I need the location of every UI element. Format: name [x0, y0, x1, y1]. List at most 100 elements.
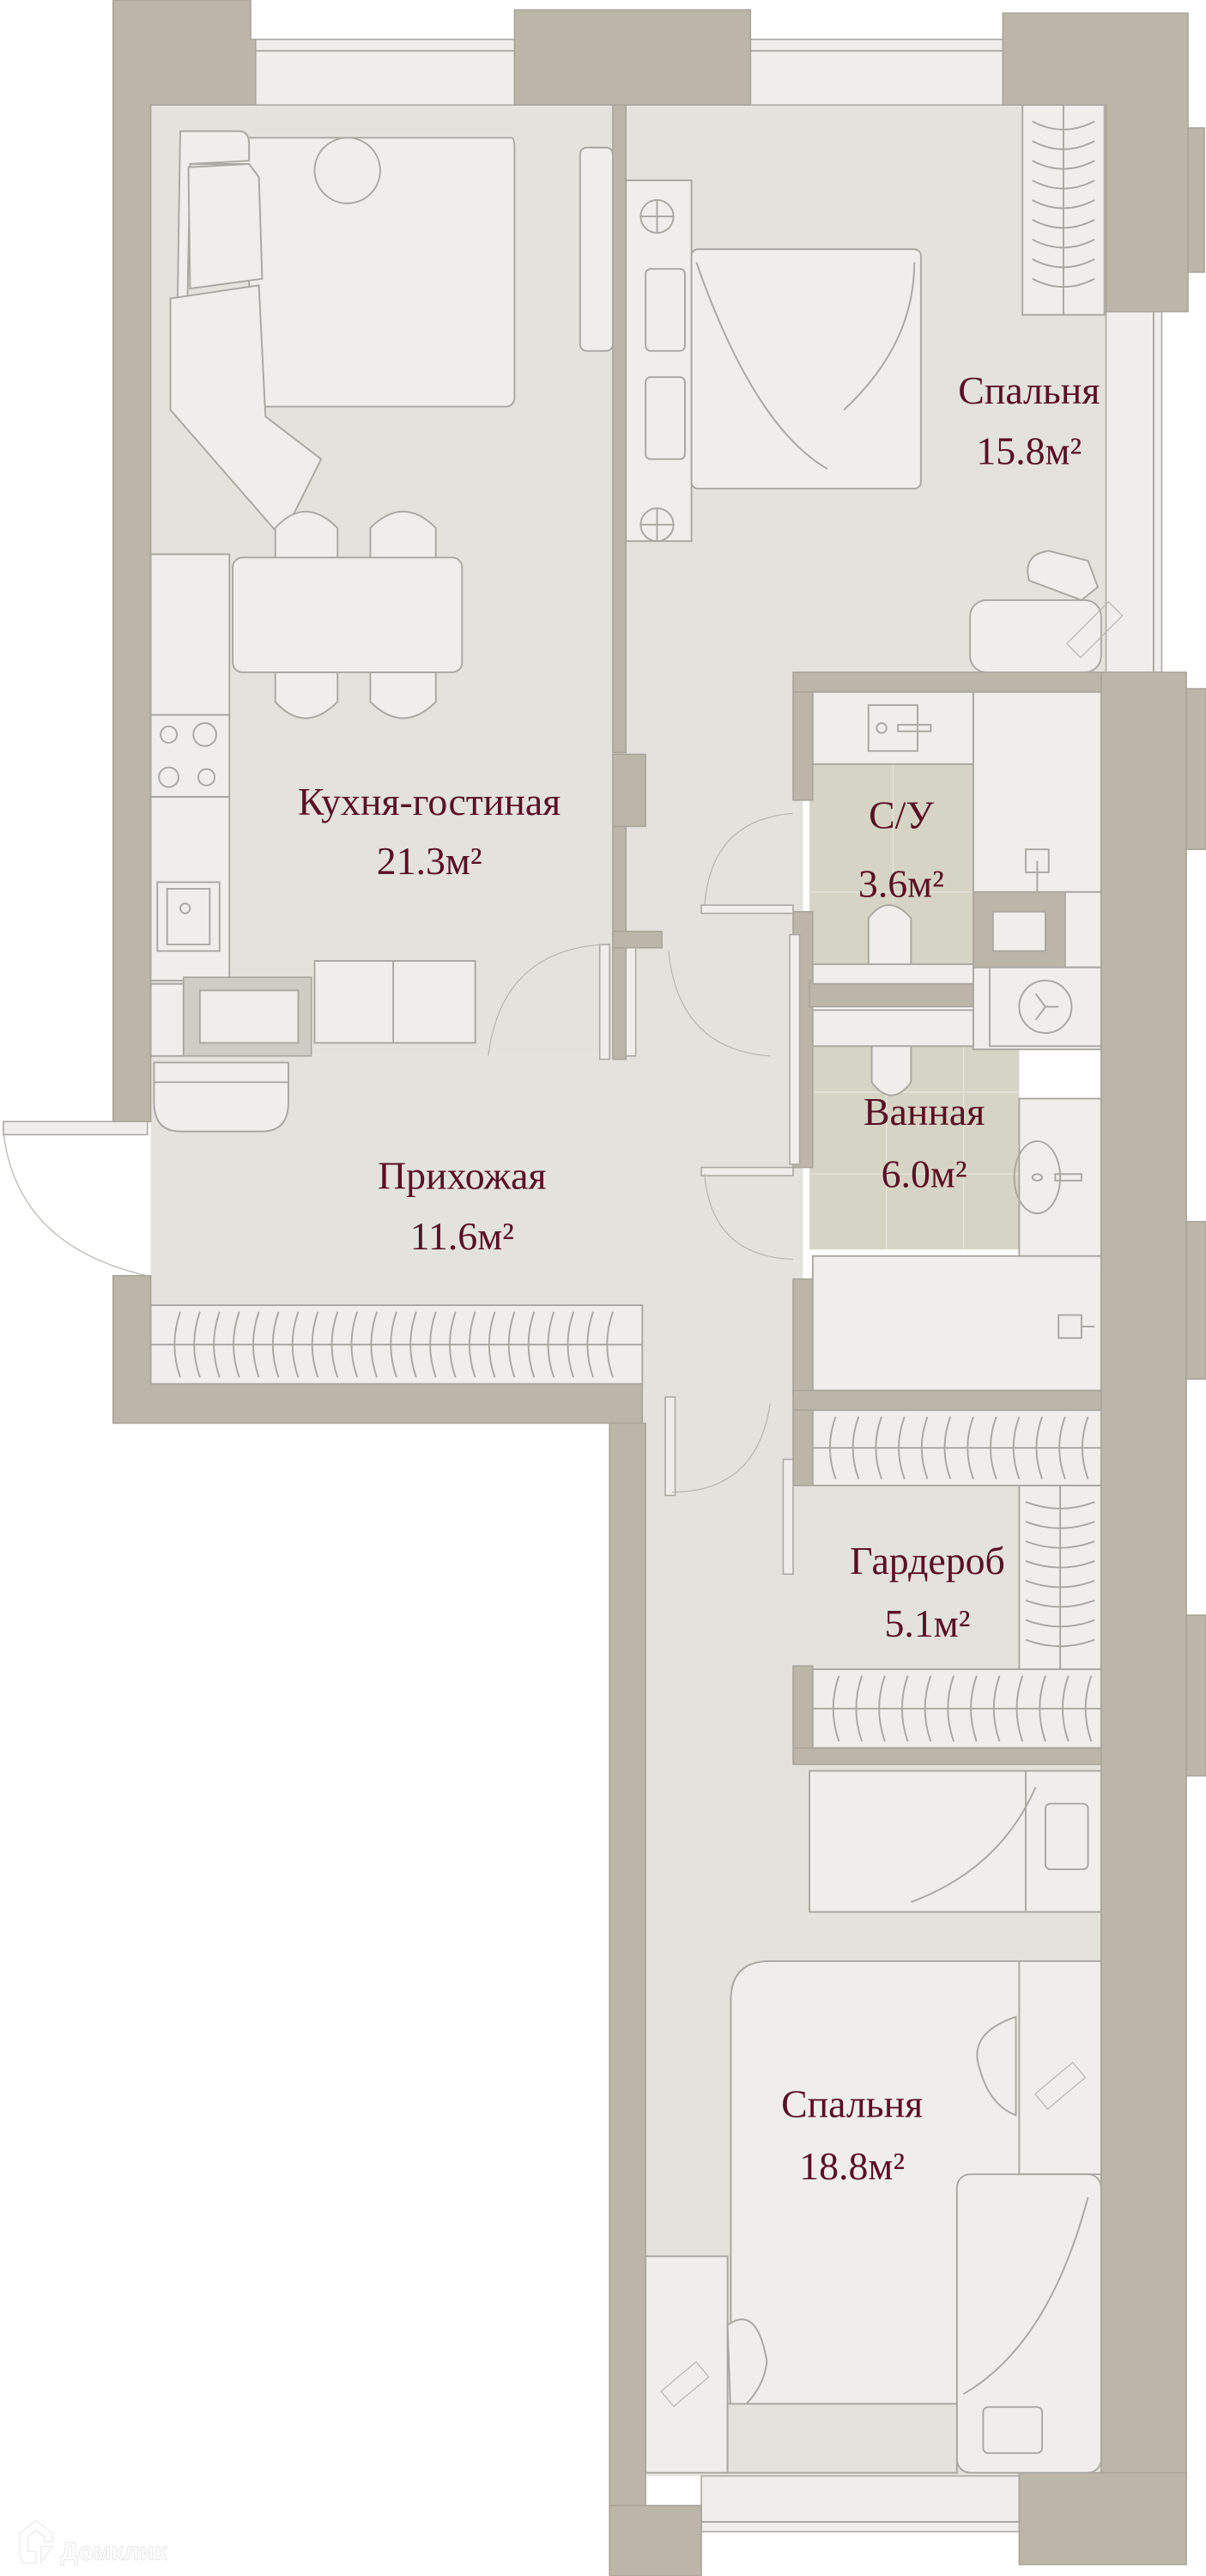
bed-2-base: [726, 2403, 958, 2474]
wall-bottom-right: [1018, 2471, 1187, 2566]
wall-top-middle: [513, 9, 752, 106]
label-bedroom-1-area: 15.8м²: [976, 428, 1082, 472]
entrance-door-leaf[interactable]: [3, 1121, 148, 1136]
partition-column: [612, 753, 646, 828]
sofa-cushion-2: [169, 284, 323, 540]
door-bathroom[interactable]: [700, 1166, 794, 1261]
wall-top-right: [1002, 12, 1189, 313]
partition-kitchen-bedroom-2: [612, 825, 627, 936]
chair-2: [369, 510, 437, 562]
partition-wardrobe-bedroom: [792, 1747, 1102, 1765]
bathroom-fixtures: [811, 966, 1102, 1392]
door-wc[interactable]: [700, 812, 794, 914]
hall-bench: [153, 1061, 289, 1133]
bath-washbasin: [1013, 1140, 1062, 1215]
desk-bedroom-1: [969, 598, 1102, 673]
wall-pilaster-3: [1185, 1220, 1206, 1380]
hangers: [1032, 120, 1095, 289]
chair-1: [274, 510, 339, 562]
partition-bath-wardrobe: [792, 1389, 1102, 1412]
label-wardrobe-area: 5.1м²: [884, 1601, 970, 1645]
bath-installation: [811, 1009, 974, 1048]
wall-bottom-left: [609, 2505, 702, 2576]
double-bed: [690, 248, 922, 490]
window-bedroom-2: [700, 2475, 1021, 2533]
shaft-hatch: [991, 910, 1046, 952]
utility-cabinet: [972, 690, 1102, 893]
pillow-2: [645, 376, 686, 460]
laptop: [1065, 601, 1124, 659]
bathtub: [811, 1255, 1102, 1392]
room-labels: Кухня-гостиная 21.3м² Спальня 15.8м² С/У…: [298, 368, 1100, 2188]
kitchen-living-furniture: [149, 130, 516, 1057]
wardrobe-furniture: [811, 1409, 1102, 1749]
label-hallway-area: 11.6м²: [410, 1214, 514, 1258]
partition-wardrobe-left-2: [792, 1665, 814, 1749]
wc-installation: [811, 963, 974, 985]
utility-panel: [1064, 890, 1102, 969]
partition-wardrobe-left: [792, 1409, 814, 1486]
window-kitchen: [255, 39, 516, 106]
partition-stub: [612, 930, 663, 949]
watermark-text: Домклик: [61, 2538, 167, 2566]
sofa-cushion-1: [187, 162, 264, 290]
partition-wc-left: [792, 691, 814, 801]
wall-right-exterior: [1100, 671, 1187, 2481]
window-bedroom-1: [749, 39, 1004, 106]
partition-bath-wardrobe-left: [792, 1278, 814, 1394]
wall-pilaster-2: [1185, 688, 1206, 850]
door-wardrobe-leaf[interactable]: [782, 1458, 794, 1575]
chair-4: [369, 671, 437, 720]
bedroom-1-furniture: [579, 104, 1124, 673]
label-hallway-name: Прихожая: [378, 1153, 546, 1197]
kitchen-cabinet-1: [149, 553, 231, 716]
bedroom-2-furniture: [645, 1770, 1102, 2474]
storage-unit: [198, 989, 300, 1044]
wc-washbasin: [867, 704, 918, 752]
partition-bedroom-wc: [792, 671, 1102, 693]
double-bed-2: [955, 2173, 1102, 2474]
laptop-3: [660, 2360, 710, 2408]
label-kitchen-living-area: 21.3м²: [377, 839, 482, 883]
partition-wc-bath: [809, 980, 994, 1008]
label-bathroom-name: Ванная: [864, 1090, 985, 1133]
dining-table: [232, 556, 464, 673]
desk-bedroom-2-lower: [645, 2255, 729, 2474]
chair-3: [274, 671, 339, 720]
entrance-door[interactable]: [3, 1121, 148, 1277]
label-bathroom-area: 6.0м²: [882, 1152, 967, 1196]
partition-kitchen-bedroom: [612, 104, 627, 754]
door-bedroom-1[interactable]: [625, 946, 771, 1057]
bath-toilet: [870, 1045, 912, 1097]
blanket-fold: [695, 262, 828, 470]
sofa-seat: [196, 137, 516, 408]
label-wardrobe-name: Гардероб: [850, 1539, 1005, 1583]
door-wardrobe[interactable]: [789, 933, 801, 1165]
wall-pilaster-4: [1185, 1614, 1206, 1777]
tv-stand: [579, 146, 614, 352]
sideboard: [313, 960, 476, 1044]
house-logo-icon: [19, 2519, 54, 2565]
label-wc-name: С/У: [869, 793, 934, 836]
door-bedroom-2[interactable]: [664, 1396, 771, 1497]
tile-grout: [809, 763, 1020, 1250]
bed-headboard: [625, 179, 693, 543]
chair-bedroom-1: [1027, 550, 1100, 602]
single-bed-pillow: [1044, 1802, 1089, 1870]
entrance-door-swing: [3, 1131, 148, 1277]
door-kitchen[interactable]: [488, 944, 610, 1060]
wall-bedroom-2-left: [609, 1422, 646, 2506]
floor-corridor: [622, 655, 803, 1411]
wc-toilet: [867, 904, 912, 972]
label-bedroom-2-area: 18.8м²: [799, 2144, 905, 2188]
watermark: Домклик: [19, 2519, 168, 2566]
coffee-table: [313, 137, 381, 204]
hall-closet-hangers: [173, 1311, 614, 1378]
bed-2-pillow: [982, 2406, 1044, 2454]
kitchen-cabinet-3: [149, 982, 185, 1057]
partition-kitchen-hall: [612, 946, 627, 1060]
laptop-2: [1033, 2062, 1087, 2111]
chair-bedroom-2: [976, 2015, 1017, 2117]
hallway-furniture: [3, 1061, 644, 1385]
